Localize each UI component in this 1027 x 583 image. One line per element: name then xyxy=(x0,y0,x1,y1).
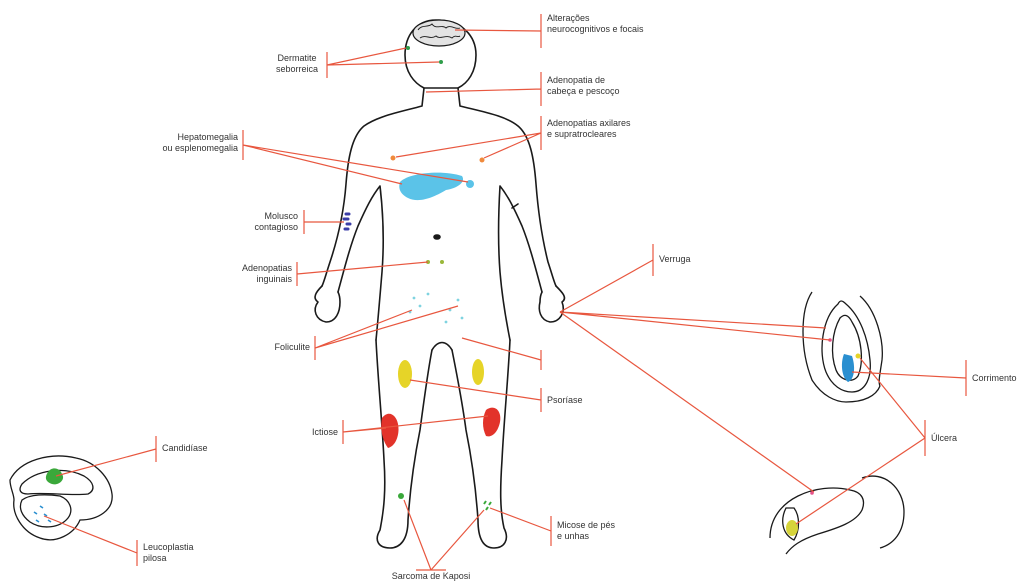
label-adenopatia-cabeca-line1: Adenopatia de xyxy=(547,75,620,86)
label-leucoplastia-line1: Leucoplastia xyxy=(143,542,194,553)
label-molusco-line2: contagioso xyxy=(240,222,298,233)
label-molusco-line1: Molusco xyxy=(240,211,298,222)
label-inguinais-line2: inguinais xyxy=(228,274,292,285)
label-verruga: Verruga xyxy=(659,254,691,265)
label-axilares-line1: Adenopatias axilares xyxy=(547,118,631,129)
ictiose-right xyxy=(483,408,500,437)
right-torso-side xyxy=(499,186,543,340)
ulcera-spot-penis xyxy=(786,520,798,536)
label-dermatite: Dermatite seborreica xyxy=(272,53,322,75)
vulva-drawing xyxy=(803,292,882,402)
dermatite-spot-1 xyxy=(406,46,410,50)
axilar-node-right xyxy=(480,158,485,163)
corrimento-fill xyxy=(842,354,854,382)
micose-right-foot xyxy=(484,501,491,510)
leader-molusco xyxy=(304,210,344,234)
label-leucoplastia-line2: pilosa xyxy=(143,553,194,564)
leader-psoriase xyxy=(410,380,541,412)
spleen-shape xyxy=(466,180,474,188)
label-alteracoes-line1: Alterações xyxy=(547,13,644,24)
right-hand xyxy=(539,286,564,322)
ictiose-left xyxy=(381,414,398,448)
label-hepato-line1: Hepatomegalia xyxy=(130,132,238,143)
leader-micose xyxy=(490,508,551,546)
leader-leucoplastia xyxy=(44,516,137,566)
label-micose: Micose de pés e unhas xyxy=(557,520,615,542)
label-candidiase: Candidíase xyxy=(162,443,208,454)
label-hepato-line2: ou esplenomegalia xyxy=(130,143,238,154)
crotch xyxy=(432,343,452,351)
brain-drawing xyxy=(413,20,465,46)
leucoplastia-marks xyxy=(34,506,51,522)
leader-foliculite xyxy=(315,306,458,360)
label-sarcoma: Sarcoma de Kaposi xyxy=(386,571,476,582)
leader-verruga xyxy=(560,244,653,312)
label-alteracoes: Alterações neurocognitivos e focais xyxy=(547,13,644,35)
molusco-spots xyxy=(344,214,350,229)
leader-inguinais xyxy=(297,262,428,286)
dermatite-spot-2 xyxy=(439,60,443,64)
leader-cabeca xyxy=(426,72,541,106)
ulcera-spot-vulva xyxy=(856,354,861,359)
label-adenopatia-cabeca: Adenopatia de cabeça e pescoço xyxy=(547,75,620,97)
body-figure xyxy=(315,20,564,548)
leader-ulcera xyxy=(796,358,925,524)
foliculite-dots xyxy=(409,293,464,324)
label-ictiose: Ictiose xyxy=(290,427,338,438)
left-hand xyxy=(315,286,340,322)
label-alteracoes-line2: neurocognitivos e focais xyxy=(547,24,644,35)
leader-candidiase xyxy=(56,436,156,476)
navel xyxy=(434,235,440,239)
label-corrimento: Corrimento xyxy=(972,373,1017,384)
label-axilares-line2: e supratrocleares xyxy=(547,129,631,140)
axilar-node-left xyxy=(391,156,396,161)
label-molusco: Molusco contagioso xyxy=(240,211,298,233)
leader-sarcoma xyxy=(404,500,484,570)
label-adenopatias-axilares: Adenopatias axilares e supratrocleares xyxy=(547,118,631,140)
liver-shape xyxy=(399,173,463,201)
label-foliculite: Foliculite xyxy=(250,342,310,353)
leader-alteracoes xyxy=(455,14,541,48)
label-hepatomegalia: Hepatomegalia ou esplenomegalia xyxy=(130,132,238,154)
label-leucoplastia: Leucoplastia pilosa xyxy=(143,542,194,564)
penis-drawing xyxy=(770,476,904,554)
label-ulcera: Úlcera xyxy=(931,433,957,444)
leader-hand-penis xyxy=(560,312,814,492)
leader-hand-vulva xyxy=(560,312,830,340)
leader-axilares xyxy=(396,116,541,158)
label-micose-line1: Micose de pés xyxy=(557,520,615,531)
label-psoriase: Psoríase xyxy=(547,395,583,406)
label-dermatite-line1: Dermatite xyxy=(272,53,322,64)
sarcoma-left-foot xyxy=(398,493,404,499)
mouth-drawing xyxy=(10,456,112,540)
leader-lines xyxy=(44,14,966,570)
left-torso-side xyxy=(338,186,383,340)
label-adenopatia-cabeca-line2: cabeça e pescoço xyxy=(547,86,620,97)
lesions xyxy=(344,46,500,510)
label-dermatite-line2: seborreica xyxy=(272,64,322,75)
label-adenopatias-inguinais: Adenopatias inguinais xyxy=(228,263,292,285)
psoriase-right xyxy=(472,359,484,385)
leader-dermatite xyxy=(327,48,439,78)
label-micose-line2: e unhas xyxy=(557,531,615,542)
psoriase-left xyxy=(398,360,412,388)
inguinal-node-right xyxy=(440,260,444,264)
label-inguinais-line1: Adenopatias xyxy=(228,263,292,274)
